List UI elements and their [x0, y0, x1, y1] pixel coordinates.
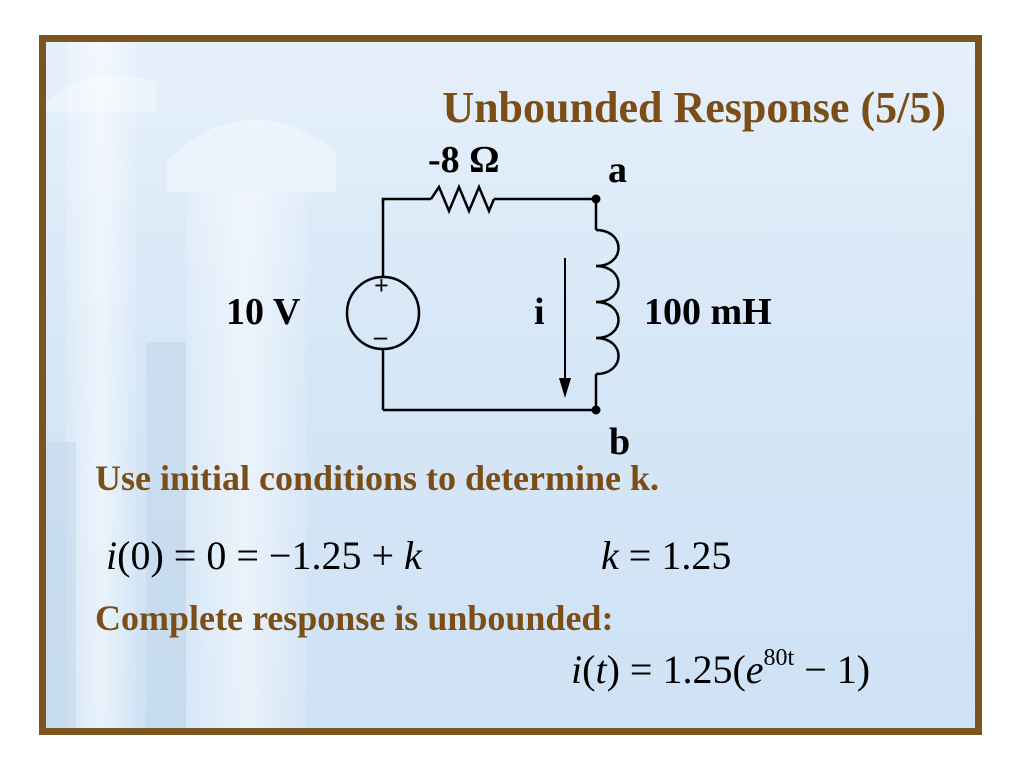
- eq3-exponential: e: [745, 647, 764, 692]
- k-value-equation: k = 1.25: [601, 532, 731, 579]
- initial-condition-equation: i(0) = 0 = −1.25 + k: [106, 532, 422, 579]
- node-b-dot: [591, 405, 601, 415]
- inductor-label: 100 mH: [644, 291, 772, 333]
- complete-response-equation: i(t) = 1.25(e80t − 1): [571, 645, 870, 693]
- resistor-label: -8 Ω: [428, 142, 500, 181]
- eq2-variable: k: [601, 533, 619, 578]
- eq3-time: t: [595, 647, 607, 692]
- eq3-function: i: [571, 647, 583, 692]
- eq3-middle: ) = 1.25(: [606, 647, 746, 692]
- inductor-coil: [595, 228, 620, 376]
- node-a-label: a: [608, 149, 627, 191]
- eq1-function: i: [106, 533, 118, 578]
- conclusion-text: Complete response is unbounded:: [95, 598, 614, 638]
- instruction-text: Use initial conditions to determine k.: [95, 458, 659, 498]
- eq3-tail: − 1): [794, 647, 871, 692]
- resistor-zigzag: [429, 183, 496, 215]
- node-a-dot: [591, 194, 601, 204]
- wire-top-left: [381, 197, 431, 202]
- rl-circuit-diagram: + – -8 Ω a 10 V i 100 mH b: [226, 142, 772, 463]
- source-minus-sign: –: [373, 322, 388, 351]
- slide-frame: Unbounded Response (5/5) + – -8 Ω a 10 V…: [39, 35, 982, 735]
- source-label: 10 V: [226, 291, 301, 333]
- eq1-body: (0) = 0 = −1.25 +: [117, 533, 404, 578]
- eq2-body: = 1.25: [618, 533, 732, 578]
- current-label: i: [534, 291, 545, 333]
- eq1-variable: k: [404, 533, 422, 578]
- node-b-label: b: [609, 421, 630, 463]
- source-plus-sign: +: [374, 271, 389, 300]
- voltage-source-circle: [345, 275, 421, 351]
- eq3-exponent: 80t: [763, 645, 795, 671]
- current-arrow-head: [559, 378, 571, 398]
- slide-title: Unbounded Response (5/5): [442, 83, 946, 132]
- eq3-open: (: [582, 647, 596, 692]
